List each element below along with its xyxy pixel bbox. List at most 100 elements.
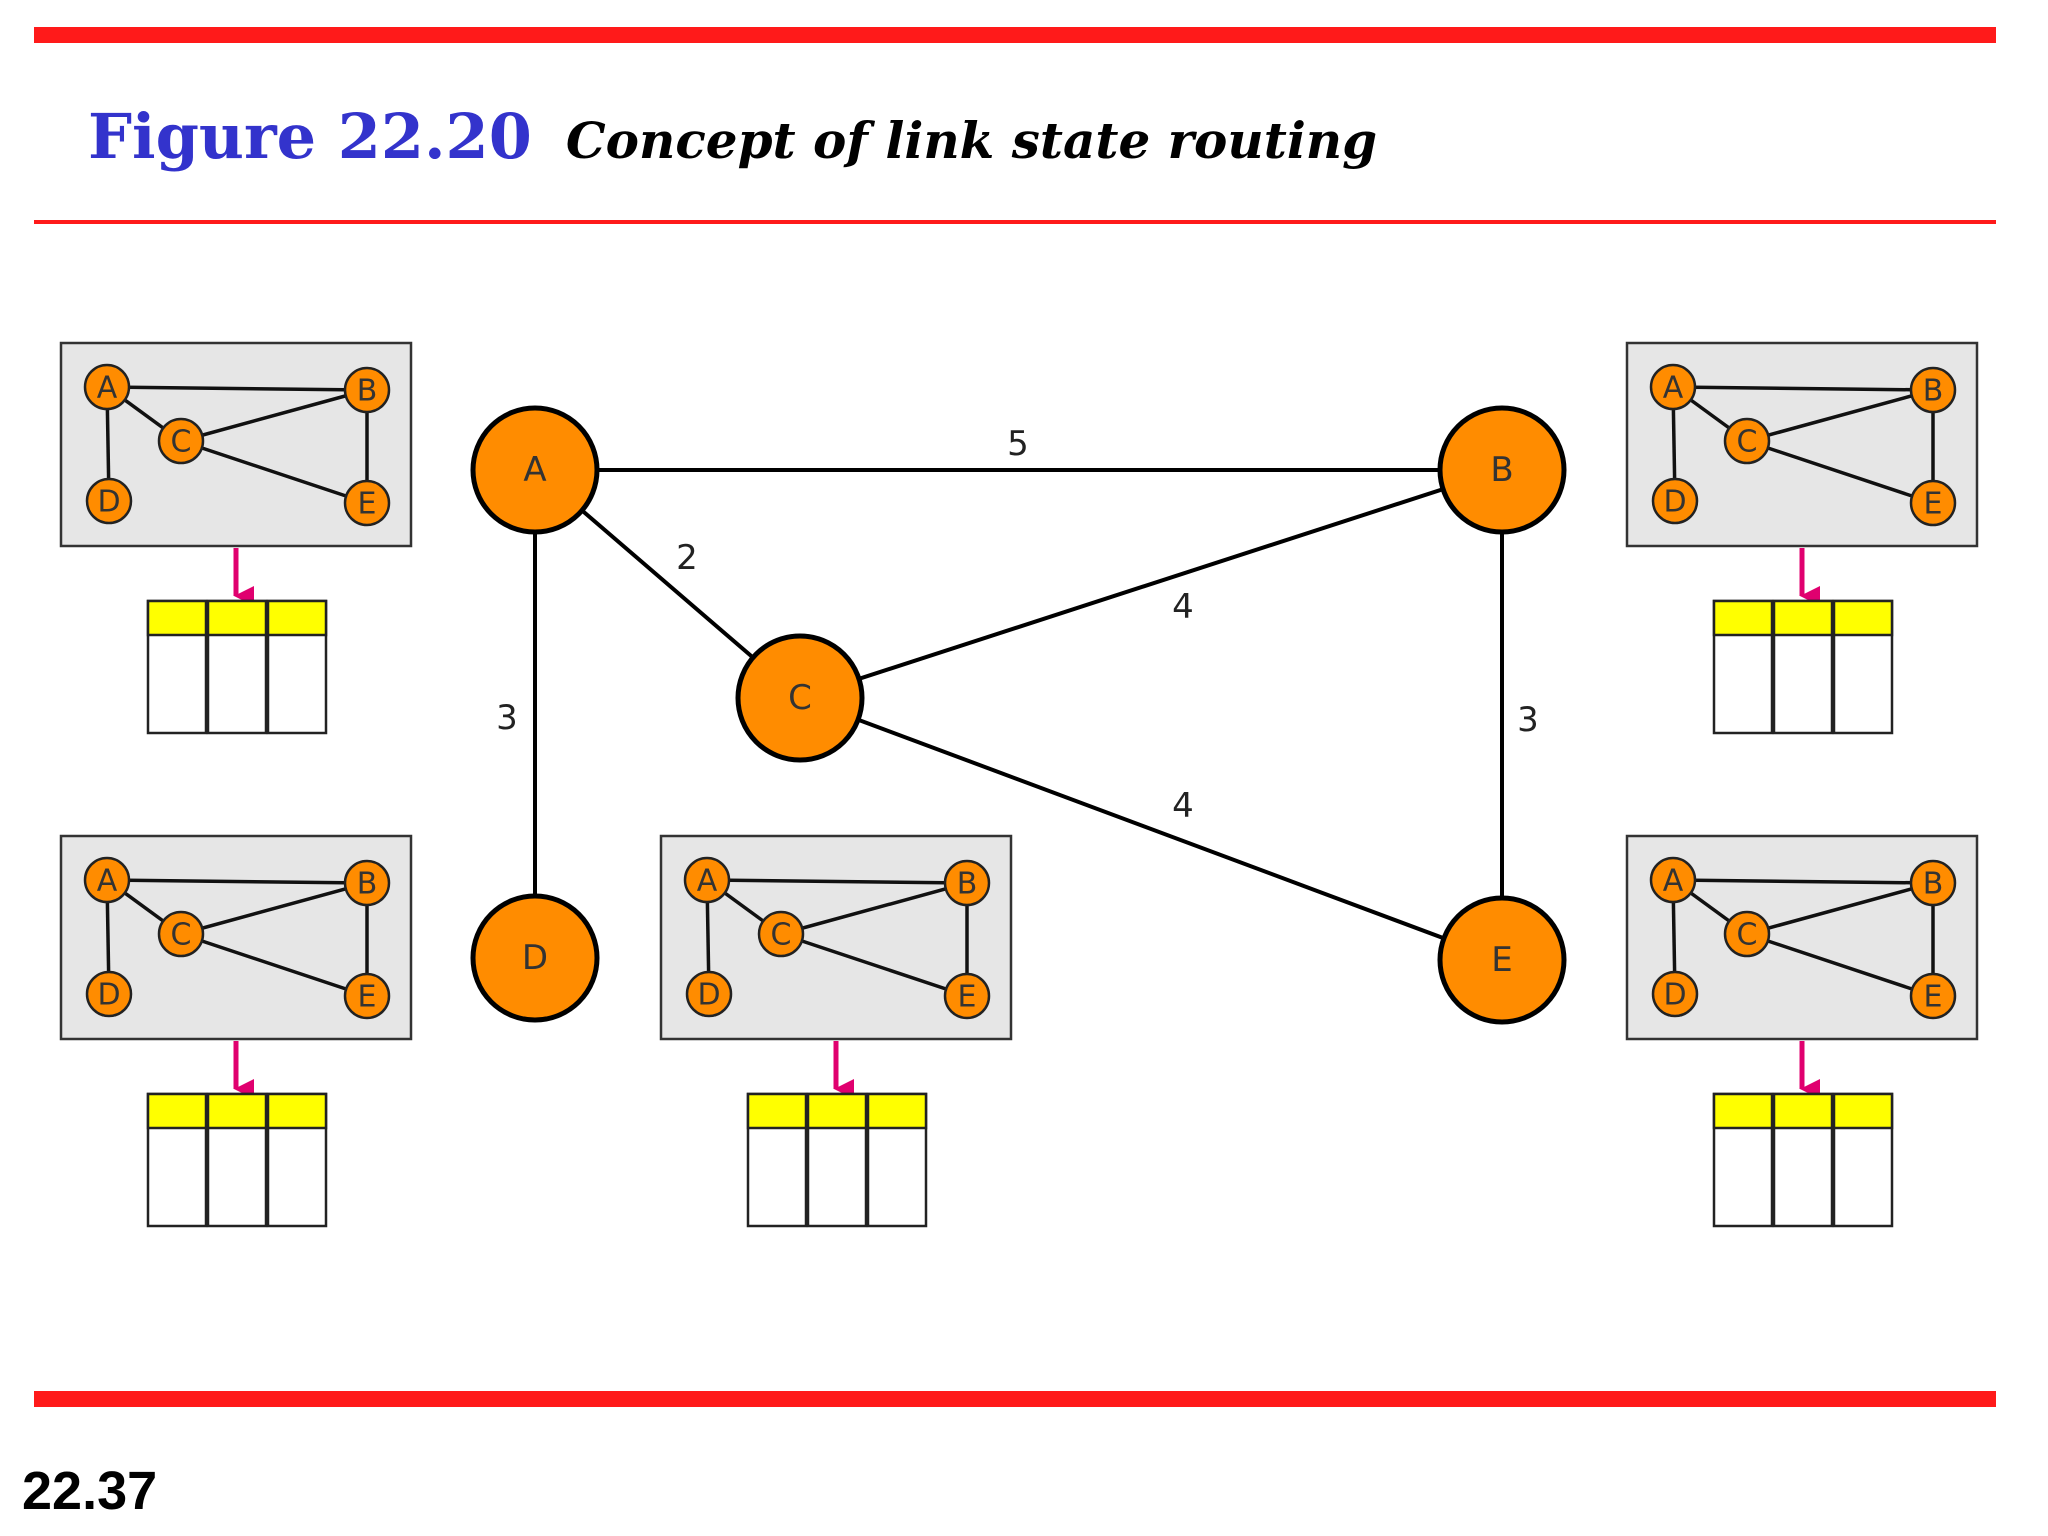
mini-link-C-B <box>180 388 368 443</box>
table-header-cell <box>1772 1092 1834 1130</box>
svg-text:C: C <box>771 918 792 953</box>
router-node-D: D <box>470 893 600 1023</box>
svg-text:D: D <box>1663 978 1686 1013</box>
routing-table <box>1712 1092 1894 1228</box>
router-node-B: B <box>1437 405 1567 535</box>
svg-text:B: B <box>957 867 978 902</box>
routing-table <box>746 1092 928 1228</box>
router-node-C: C <box>735 633 865 763</box>
mini-node-E: E <box>1909 972 1957 1020</box>
router-view-bottom-left: A B C D E <box>59 834 413 1228</box>
router-view-bottom-right: A B C D E <box>1625 834 1979 1228</box>
svg-text:A: A <box>97 371 118 406</box>
mini-link-C-B <box>780 881 968 936</box>
svg-text:A: A <box>1663 371 1684 406</box>
mini-node-A: A <box>683 856 731 904</box>
svg-text:D: D <box>522 938 548 978</box>
mini-link-C-E <box>1746 932 1934 998</box>
mini-node-D: D <box>85 477 133 525</box>
link-cost-A-C: 2 <box>676 538 698 578</box>
mini-node-C: C <box>157 910 205 958</box>
router-views: A B C D E A B C D E A B C D E A B C D E A B C D E <box>59 341 1979 1228</box>
mini-link-A-B <box>1672 385 1934 392</box>
svg-text:A: A <box>97 864 118 899</box>
mini-node-B: B <box>1909 859 1957 907</box>
mini-node-B: B <box>943 859 991 907</box>
router-view-top-right: A B C D E <box>1625 341 1979 735</box>
svg-text:C: C <box>171 425 192 460</box>
mini-node-A: A <box>83 363 131 411</box>
mini-link-C-B <box>1746 881 1934 936</box>
table-header-cell <box>146 1092 208 1130</box>
mini-link-C-E <box>180 932 368 998</box>
mini-node-D: D <box>85 970 133 1018</box>
table-header-cell <box>1712 599 1774 637</box>
mini-node-E: E <box>943 972 991 1020</box>
link-C-E <box>799 696 1503 962</box>
mini-node-E: E <box>343 972 391 1020</box>
svg-text:A: A <box>697 864 718 899</box>
mini-link-C-B <box>1746 388 1934 443</box>
mini-node-C: C <box>1723 417 1771 465</box>
mini-node-B: B <box>1909 366 1957 414</box>
routing-table <box>146 1092 328 1228</box>
mini-node-E: E <box>343 479 391 527</box>
mini-link-C-E <box>1746 439 1934 505</box>
router-node-E: E <box>1437 895 1567 1025</box>
svg-text:E: E <box>358 487 377 522</box>
svg-text:B: B <box>1923 867 1944 902</box>
mini-link-A-B <box>106 385 368 392</box>
link-cost-C-E: 4 <box>1172 786 1194 826</box>
table-header-cell <box>806 1092 868 1130</box>
figure-number: Figure 22.20 <box>88 100 532 173</box>
top-rule <box>34 27 1996 43</box>
mini-node-D: D <box>1651 477 1699 525</box>
svg-text:D: D <box>1663 485 1686 520</box>
svg-text:C: C <box>1737 425 1758 460</box>
link-C-B <box>799 468 1503 700</box>
mini-node-B: B <box>343 859 391 907</box>
svg-text:E: E <box>1924 487 1943 522</box>
svg-text:C: C <box>1737 918 1758 953</box>
svg-text:B: B <box>1923 374 1944 409</box>
bottom-rule <box>34 1391 1996 1407</box>
router-node-A: A <box>470 405 600 535</box>
table-header-cell <box>1712 1092 1774 1130</box>
mini-node-C: C <box>157 417 205 465</box>
mini-node-A: A <box>1649 856 1697 904</box>
svg-text:B: B <box>1490 450 1513 490</box>
figure-caption: Concept of link state routing <box>565 111 1378 170</box>
mini-node-D: D <box>685 970 733 1018</box>
mini-node-A: A <box>1649 363 1697 411</box>
svg-text:B: B <box>357 374 378 409</box>
mini-node-C: C <box>1723 910 1771 958</box>
table-header-cell <box>866 1092 928 1130</box>
router-view-top-left: A B C D E <box>59 341 413 735</box>
mini-link-A-B <box>106 878 368 885</box>
slide-number: 22.37 <box>22 1461 158 1521</box>
link-cost-C-B: 4 <box>1172 587 1194 627</box>
title-underline-rule <box>34 220 1996 224</box>
mini-node-E: E <box>1909 479 1957 527</box>
svg-text:C: C <box>171 918 192 953</box>
svg-text:E: E <box>1924 980 1943 1015</box>
svg-text:D: D <box>97 978 120 1013</box>
svg-text:B: B <box>357 867 378 902</box>
mini-node-C: C <box>757 910 805 958</box>
mini-node-B: B <box>343 366 391 414</box>
table-header-cell <box>1832 599 1894 637</box>
table-header-cell <box>746 1092 808 1130</box>
svg-text:A: A <box>1663 864 1684 899</box>
table-header-cell <box>146 599 208 637</box>
svg-text:C: C <box>788 678 812 718</box>
table-header-cell <box>266 1092 328 1130</box>
mini-link-A-B <box>1672 878 1934 885</box>
router-view-center: A B C D E <box>659 834 1013 1228</box>
link-cost-B-E: 3 <box>1517 700 1539 740</box>
table-header-cell <box>206 599 268 637</box>
link-cost-A-D: 3 <box>496 698 518 738</box>
svg-text:E: E <box>1491 940 1512 980</box>
svg-text:D: D <box>97 485 120 520</box>
